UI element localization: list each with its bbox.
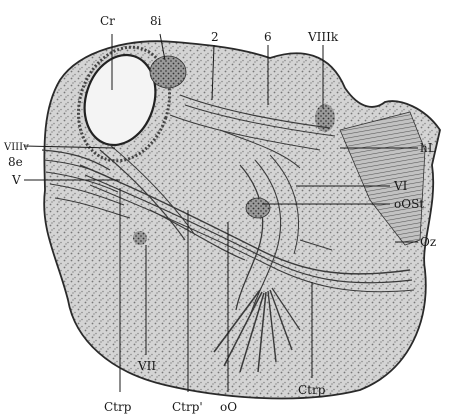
- label-vii: VII: [137, 359, 156, 373]
- nucleus-8i: [150, 56, 186, 88]
- label-viiik: VIIIk: [307, 30, 339, 44]
- label-ctrp-prime: Ctrp': [172, 400, 203, 414]
- label-8i: 8i: [150, 14, 162, 28]
- label-oz: Oz: [420, 235, 436, 249]
- label-v: V: [11, 173, 21, 187]
- label-hl: hL: [420, 141, 436, 155]
- label-ctrp-left: Ctrp: [104, 400, 132, 414]
- label-ctrp-right: Ctrp: [298, 383, 326, 397]
- label-oost: oOSt: [394, 197, 424, 211]
- label-vi: VI: [393, 179, 408, 193]
- vii-root-bulb: [133, 231, 147, 245]
- label-8e: 8e: [8, 155, 23, 169]
- label-cr: Cr: [100, 14, 115, 28]
- nucleus-oost: [246, 198, 270, 218]
- label-2: 2: [211, 30, 219, 44]
- label-viiiv: VIIIv: [3, 142, 29, 153]
- label-6: 6: [264, 30, 272, 44]
- label-oo: oO: [220, 400, 237, 414]
